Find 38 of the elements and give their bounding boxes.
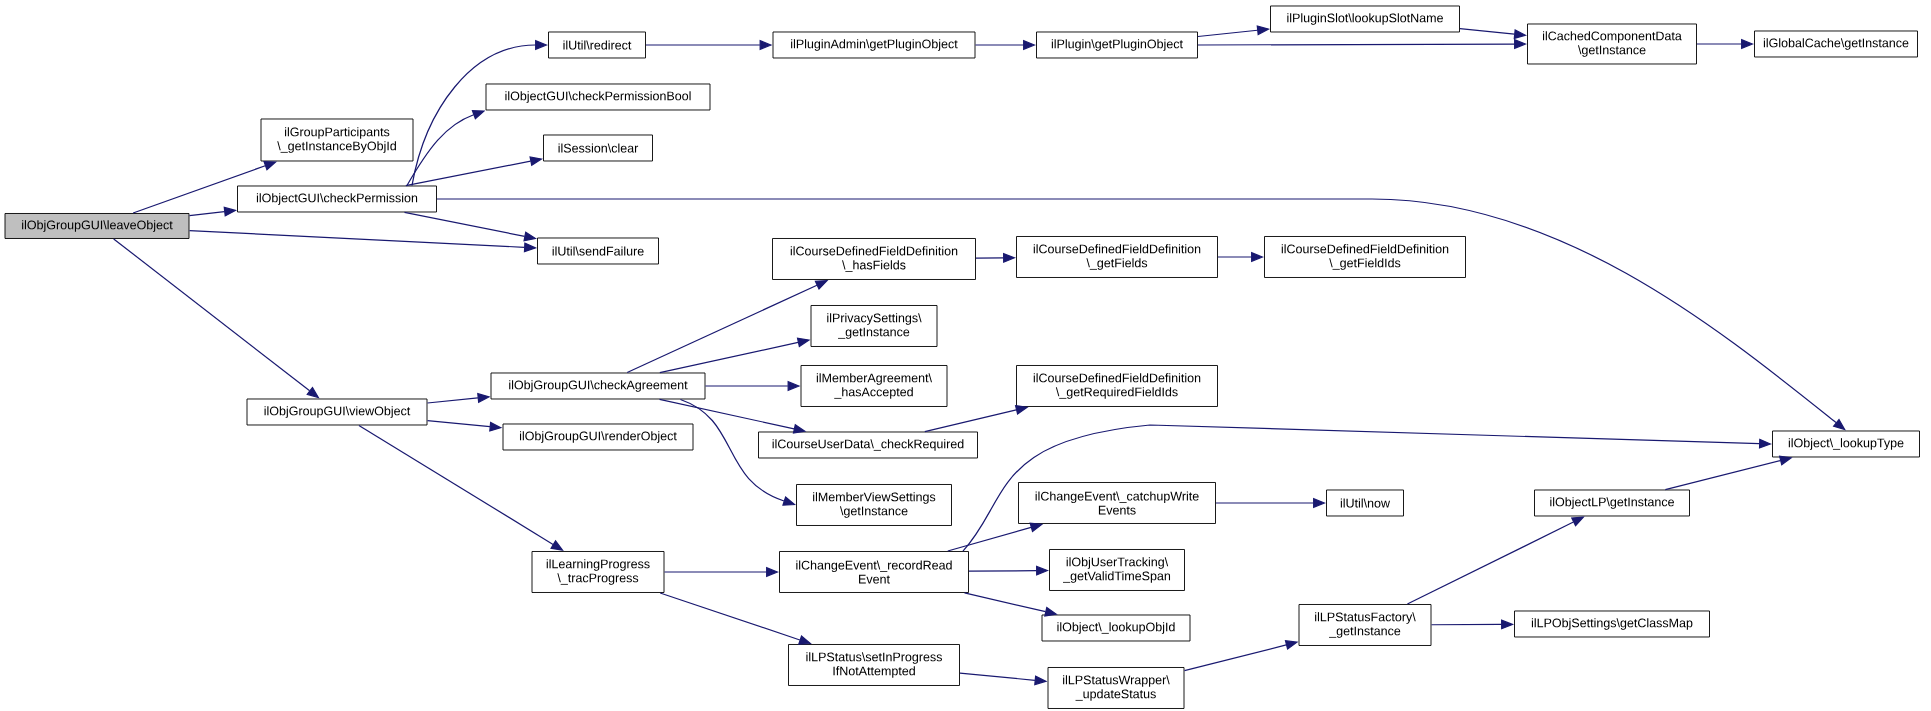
function-box: ilObjGroupGUI\renderObject: [502, 423, 694, 451]
function-box: ilLPStatus\setInProgress IfNotAttempted: [788, 644, 960, 686]
arrow: [436, 198, 1846, 431]
function-box: ilCourseDefinedFieldDefinition \_getFieldIds: [1264, 236, 1466, 278]
arrow: [358, 424, 564, 551]
function-box: ilObjGroupGUI\leaveObject: [4, 213, 190, 239]
function-box: ilMemberAgreement\ _hasAccepted: [800, 365, 948, 407]
function-box: ilObjectLP\getInstance: [1534, 489, 1690, 517]
function-box: ilObjectGUI\checkPermissionBool: [485, 83, 711, 111]
function-box: ilChangeEvent\_recordRead Event: [779, 551, 969, 593]
function-box: ilObjectGUI\checkPermission: [237, 185, 437, 213]
function-box: ilObjGroupGUI\viewObject: [246, 398, 428, 426]
function-box: ilUtil\redirect: [548, 31, 646, 59]
function-box: ilPluginSlot\lookupSlotName: [1270, 5, 1460, 33]
function-box: ilMemberViewSettings \getInstance: [796, 484, 952, 526]
function-box: ilCachedComponentData \getInstance: [1527, 23, 1697, 65]
function-box: ilObject\_lookupObjId: [1041, 614, 1191, 642]
function-box: ilPluginAdmin\getPluginObject: [772, 31, 976, 59]
function-box: ilCourseDefinedFieldDefinition \_getFields: [1016, 236, 1218, 278]
function-box: ilObjGroupGUI\checkAgreement: [490, 372, 706, 400]
function-box: ilChangeEvent\_catchupWrite Events: [1018, 482, 1216, 524]
function-box: ilCourseDefinedFieldDefinition \_getRequiredFieldIds: [1016, 365, 1218, 407]
function-box: ilCourseDefinedFieldDefinition \_hasFields: [772, 238, 976, 280]
function-box: ilObject\_lookupType: [1772, 430, 1920, 458]
function-box: ilObjUserTracking\ _getValidTimeSpan: [1049, 549, 1185, 591]
function-box: ilPlugin\getPluginObject: [1036, 31, 1198, 59]
function-box: ilPrivacySettings\ _getInstance: [810, 305, 938, 347]
arrow: [679, 398, 796, 506]
function-box: ilUtil\sendFailure: [537, 237, 659, 265]
function-box: ilLPObjSettings\getClassMap: [1514, 610, 1710, 638]
function-box: ilCourseUserData\_checkRequired: [758, 431, 978, 459]
function-box: ilSession\clear: [543, 134, 653, 162]
function-box: ilLearningProgress \_tracProgress: [531, 551, 665, 593]
function-box: ilLPStatusWrapper\ _updateStatus: [1047, 667, 1185, 709]
function-box: ilUtil\now: [1326, 489, 1404, 517]
function-box: ilLPStatusFactory\ _getInstance: [1298, 604, 1432, 646]
function-box: ilGroupParticipants \_getInstanceByObjId: [260, 118, 414, 162]
function-box: ilGlobalCache\getInstance: [1754, 30, 1918, 58]
